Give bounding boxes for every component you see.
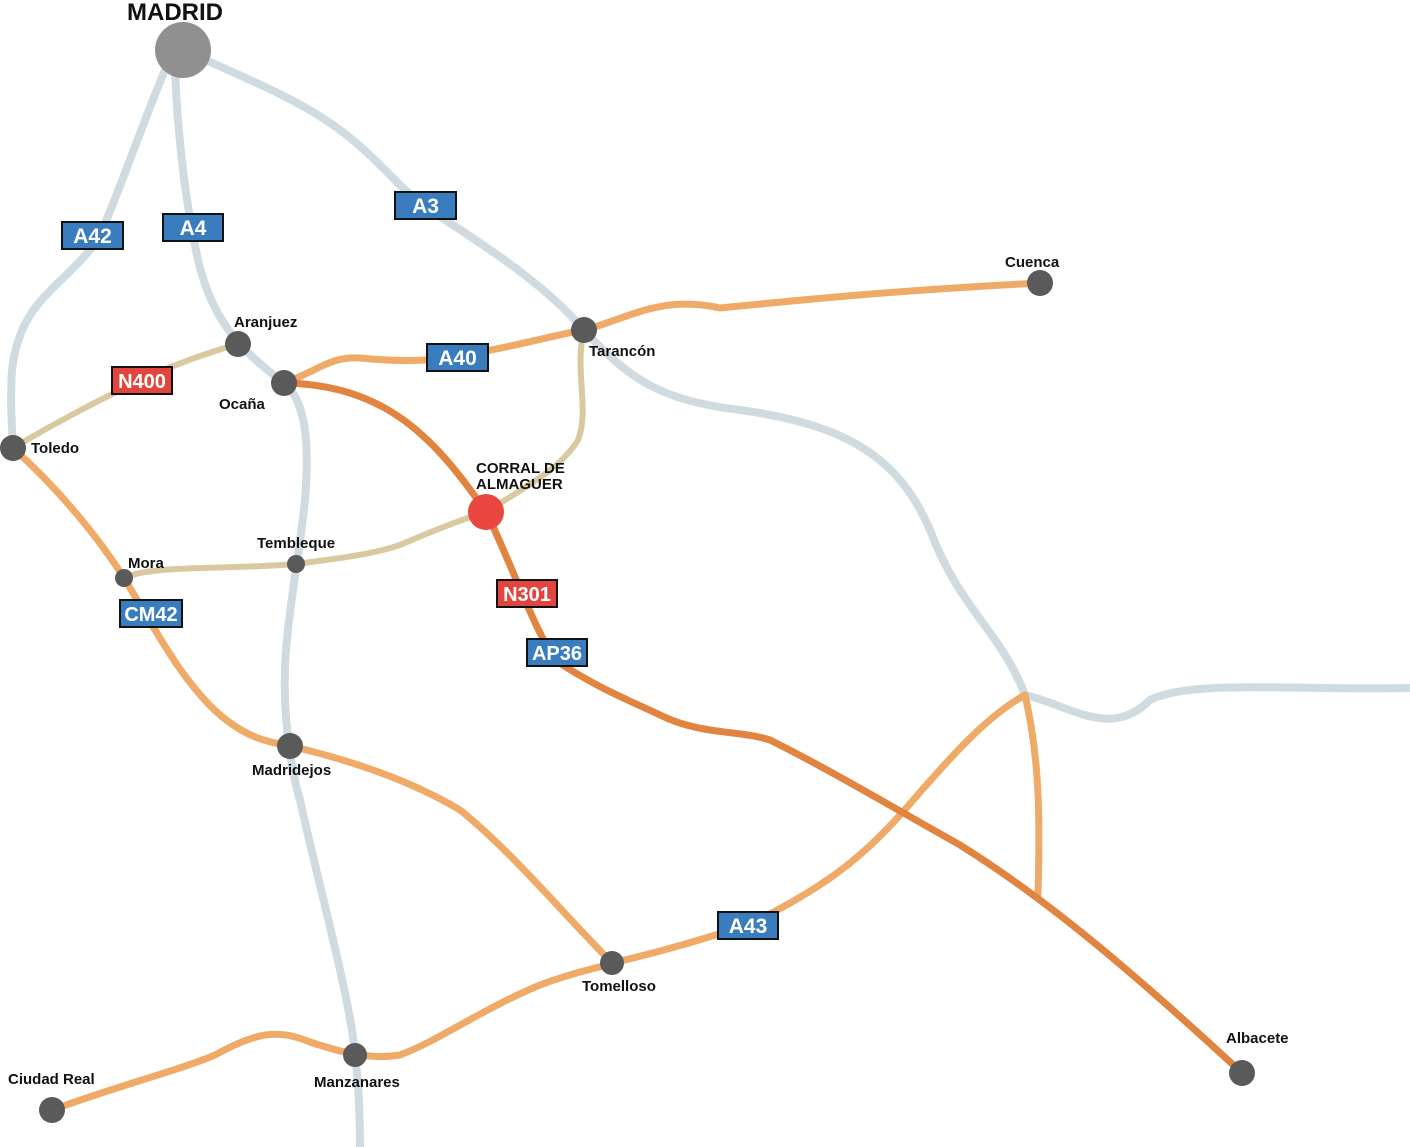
shield-n400-text: N400 [118,371,166,393]
road-a42 [7,66,169,452]
city-dot-tembleque [287,555,305,573]
city-dot-manzanares [343,1043,367,1067]
motorway-roads [7,46,1410,1147]
city-dot-tomelloso [600,951,624,975]
road-a43-spur [1021,691,1043,899]
highlight-label-line1: CORRAL DE [476,460,565,477]
shield-a43-text: A43 [729,915,768,938]
road-shields: A42 A4 A3 A40 N400 CM42 N301 AP36 [61,191,779,940]
city-dot-tarancon [571,317,597,343]
shield-ap36: AP36 [526,638,588,667]
city-label-ciudad-real: Ciudad Real [8,1071,95,1088]
city-labels: MADRID CORRAL DE ALMAGUER Cuenca Aranjue… [8,0,1289,1091]
shield-cm42: CM42 [119,599,183,628]
city-label-madridejos: Madridejos [252,762,331,779]
city-label-toledo: Toledo [31,440,79,457]
city-dot-ocana [271,370,297,396]
city-dot-ciudad-real [39,1097,65,1123]
shield-a3: A3 [394,191,457,220]
capital-label-madrid: MADRID [127,0,223,26]
shield-a42: A42 [61,221,124,250]
shield-a4: A4 [162,213,224,242]
city-markers [0,22,1255,1123]
shield-a4-text: A4 [180,217,207,240]
national-roads [9,279,1044,1114]
capital-dot-madrid [155,22,211,78]
city-dot-mora [115,569,133,587]
city-dot-aranjuez [225,331,251,357]
road-tembleque-corral [121,509,489,581]
shield-a42-text: A42 [73,225,112,248]
shield-n400: N400 [111,366,173,395]
shield-n301: N301 [496,579,558,608]
shield-n301-text: N301 [503,584,551,606]
city-label-cuenca: Cuenca [1005,254,1060,271]
primary-roads [280,379,1246,1077]
highlight-dot-corral [468,494,504,530]
road-tarancon-corral [483,327,587,515]
road-a40-east [280,279,1044,387]
city-label-aranjuez: Aranjuez [234,314,297,331]
road-n301-ap36 [280,379,1246,1077]
road-a43 [48,691,1029,1114]
road-a4 [171,66,364,1147]
city-dot-toledo [0,435,26,461]
city-dot-cuenca [1027,270,1053,296]
city-label-ocana: Ocaña [219,396,266,413]
city-label-tembleque: Tembleque [257,535,335,552]
shield-cm42-text: CM42 [124,604,177,626]
city-label-albacete: Albacete [1226,1030,1289,1047]
shield-a40-text: A40 [438,347,477,370]
shield-a3-text: A3 [412,195,439,218]
shield-a40: A40 [426,343,489,372]
city-dot-albacete [1229,1060,1255,1086]
shield-a43: A43 [717,911,779,940]
highlight-label-line2: ALMAGUER [476,476,563,493]
city-label-tomelloso: Tomelloso [582,978,656,995]
road-a3 [179,46,1410,723]
shield-ap36-text: AP36 [532,643,582,665]
city-label-mora: Mora [128,555,164,572]
city-label-tarancon: Tarancón [589,343,655,360]
city-dot-madridejos [277,733,303,759]
city-label-manzanares: Manzanares [314,1074,400,1091]
road-cm42 [9,444,616,967]
road-n400 [10,341,241,451]
